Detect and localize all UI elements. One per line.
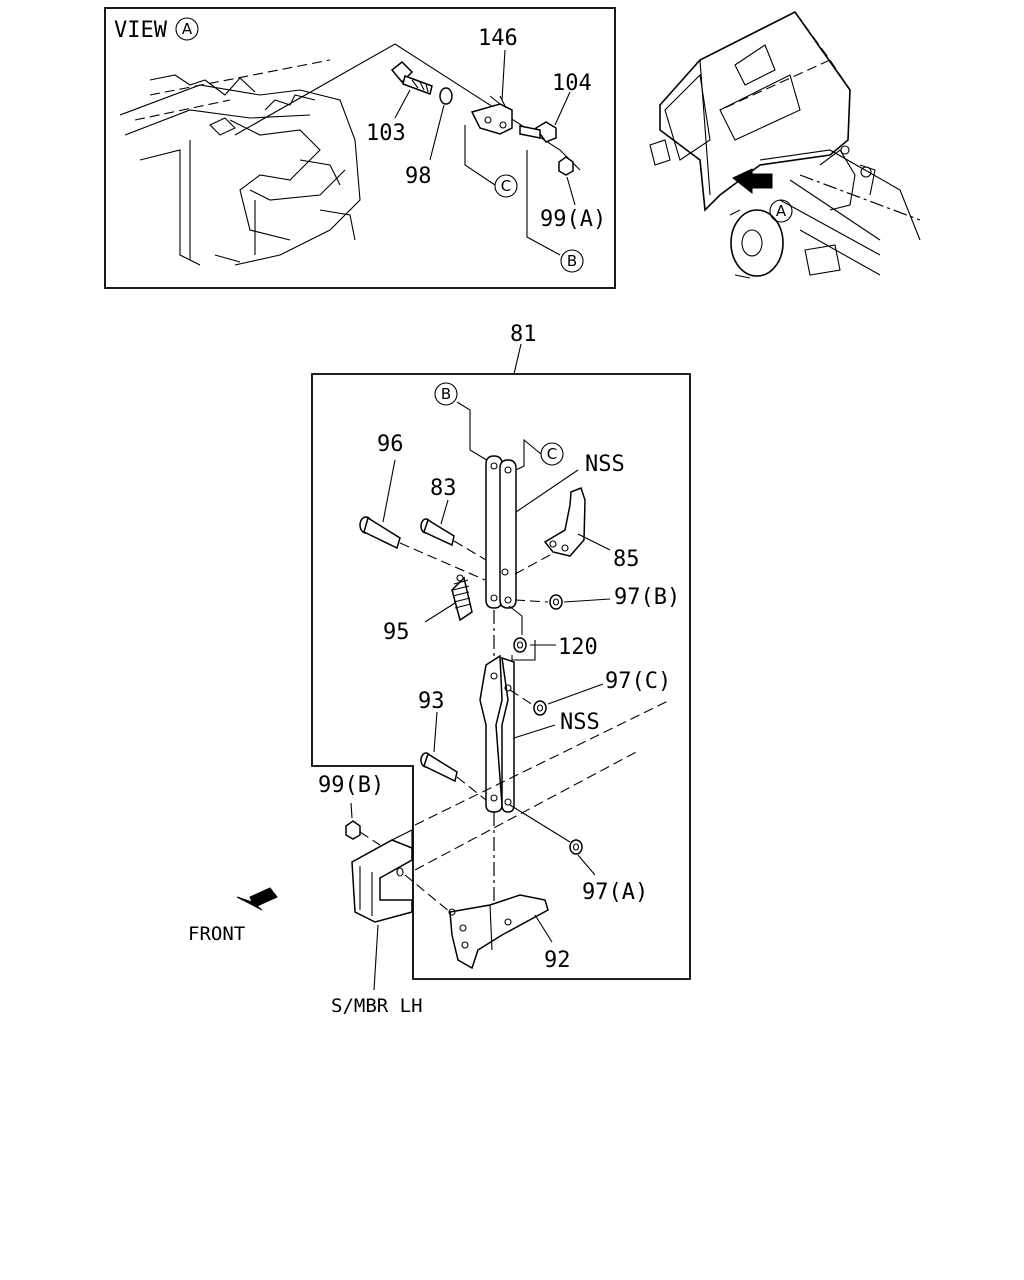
side-member-lh xyxy=(351,829,413,991)
leader-nss-upper xyxy=(515,469,579,513)
leader-ref-b xyxy=(456,401,491,463)
label-99a: 99(A) xyxy=(540,207,606,232)
label-97b: 97(B) xyxy=(614,585,680,610)
label-nss-upper: NSS xyxy=(585,452,625,477)
view-ref-letter: A xyxy=(182,20,193,38)
axis-97a xyxy=(509,804,571,843)
label-front: FRONT xyxy=(188,923,245,945)
label-99b: 99(B) xyxy=(318,773,384,798)
part-99a-nut xyxy=(558,156,574,176)
vehicle-ref-circle xyxy=(769,199,793,223)
leader-ref-c-inset xyxy=(464,125,496,186)
inset-leader-line xyxy=(234,43,581,171)
ref-c-letter-inset: C xyxy=(501,177,511,195)
side-member-line-2 xyxy=(414,749,641,871)
view-a-frame xyxy=(104,7,616,289)
leader-85 xyxy=(577,533,611,551)
label-93: 93 xyxy=(418,689,445,714)
axis-96 xyxy=(399,542,486,581)
leader-120-bracket xyxy=(511,640,536,661)
label-81: 81 xyxy=(510,322,537,347)
part-99b-nut xyxy=(345,820,361,840)
part-146-bracket xyxy=(470,95,513,135)
axis-97b xyxy=(514,599,549,603)
vehicle-wheel xyxy=(730,209,784,277)
part-97a-washer xyxy=(569,839,583,855)
leader-smbr xyxy=(373,924,379,991)
assembly-frame xyxy=(311,373,691,980)
leader-93 xyxy=(433,711,438,753)
part-98-washer xyxy=(439,87,453,105)
leader-83 xyxy=(440,499,449,525)
inset-chassis-sketch xyxy=(119,59,361,266)
label-96: 96 xyxy=(377,432,404,457)
label-104: 104 xyxy=(552,71,592,96)
leader-98 xyxy=(429,104,445,161)
leader-95 xyxy=(424,602,456,623)
label-98: 98 xyxy=(405,164,432,189)
side-member-line-1 xyxy=(414,699,671,826)
part-97b-washer xyxy=(549,594,563,610)
leader-97c xyxy=(547,683,604,705)
leader-99b xyxy=(350,802,353,819)
front-arrow-icon xyxy=(236,887,278,911)
label-nss-lower: NSS xyxy=(560,710,600,735)
ref-b-circle-inset xyxy=(560,249,584,273)
part-104-bolt xyxy=(519,121,557,143)
part-97c-washer xyxy=(533,700,547,716)
leader-96 xyxy=(382,459,396,523)
axis-side-member xyxy=(404,874,451,913)
assembly-81: 81 B C NSS 96 xyxy=(311,322,691,980)
leader-120 xyxy=(508,605,556,646)
label-97a: 97(A) xyxy=(582,880,648,905)
leader-104 xyxy=(554,91,571,126)
ref-b-letter-inset: B xyxy=(567,252,577,270)
label-103: 103 xyxy=(366,121,406,146)
upper-link-arms xyxy=(485,455,517,609)
axis-97c xyxy=(509,689,534,706)
label-146: 146 xyxy=(478,26,518,51)
part-93-pin xyxy=(420,752,458,783)
lower-link-arms xyxy=(479,654,515,813)
view-ref-circle xyxy=(175,17,199,41)
label-83: 83 xyxy=(430,476,457,501)
label-97c: 97(C) xyxy=(605,669,671,694)
vehicle-sketch: A xyxy=(649,10,921,279)
leader-97b xyxy=(563,598,611,603)
leader-97a xyxy=(577,854,596,876)
axis-99b xyxy=(359,831,381,846)
leader-92 xyxy=(534,914,553,943)
label-smbr-lh: S/MBR LH xyxy=(331,995,423,1017)
leader-99a xyxy=(566,176,576,206)
axis-93 xyxy=(456,776,487,801)
leader-nss-lower xyxy=(513,724,556,739)
part-95-spring xyxy=(451,574,473,622)
label-85: 85 xyxy=(613,547,640,572)
axis-83 xyxy=(453,540,487,561)
leader-146 xyxy=(501,49,506,101)
leader-ref-b-inset xyxy=(526,150,561,256)
ref-b-circle xyxy=(434,382,458,406)
view-a-inset: VIEW A 103 xyxy=(104,7,616,289)
ref-b-letter: B xyxy=(441,385,451,403)
leader-103 xyxy=(394,89,411,119)
leader-ref-c xyxy=(511,438,542,473)
part-85-bracket xyxy=(543,487,586,557)
ref-c-letter: C xyxy=(547,445,557,463)
label-95: 95 xyxy=(383,620,410,645)
part-120-washer xyxy=(513,637,527,653)
part-83-pin xyxy=(420,518,455,547)
label-120: 120 xyxy=(558,635,598,660)
part-92-bracket xyxy=(448,894,549,970)
axis-85 xyxy=(514,554,551,575)
part-96-pin xyxy=(359,516,401,550)
ref-c-circle-inset xyxy=(494,174,518,198)
view-direction-arrow xyxy=(732,168,773,195)
leader-81 xyxy=(513,343,522,375)
label-92: 92 xyxy=(544,948,571,973)
part-103-bolt xyxy=(390,60,433,95)
view-title: VIEW xyxy=(114,18,168,43)
vehicle-ref-letter: A xyxy=(776,202,787,220)
